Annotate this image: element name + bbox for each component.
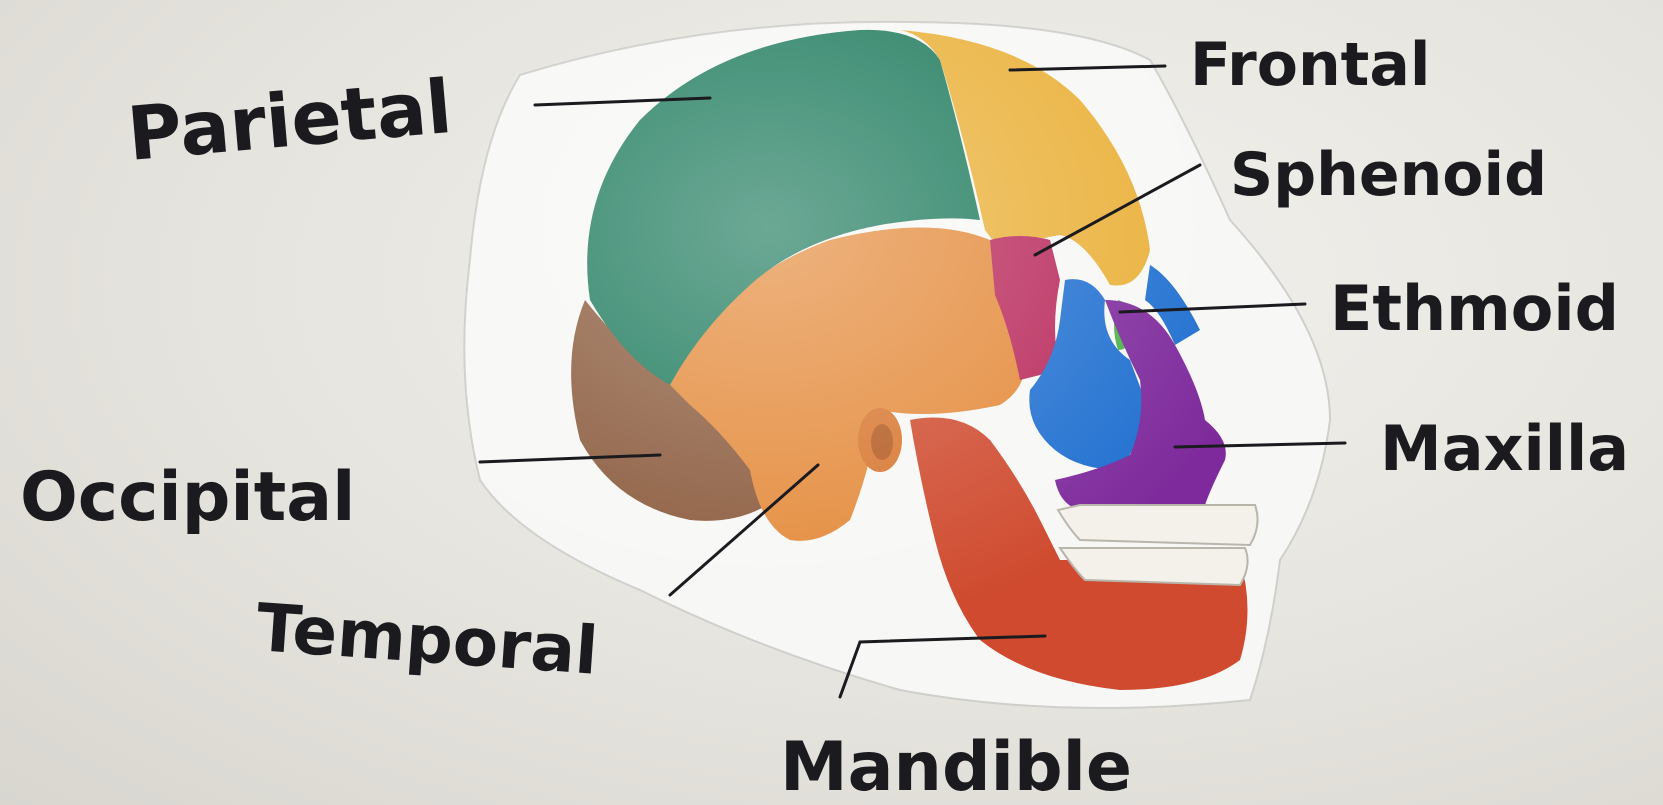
label-ethmoid: Ethmoid bbox=[1330, 272, 1619, 345]
label-frontal: Frontal bbox=[1190, 30, 1430, 100]
label-mandible: Mandible bbox=[780, 728, 1132, 805]
label-occipital: Occipital bbox=[20, 458, 355, 537]
gloss-highlight bbox=[464, 22, 1330, 708]
label-sphenoid: Sphenoid bbox=[1230, 140, 1547, 210]
label-parietal: Parietal bbox=[124, 64, 455, 178]
label-temporal: Temporal bbox=[254, 589, 601, 690]
label-maxilla: Maxilla bbox=[1380, 412, 1629, 485]
